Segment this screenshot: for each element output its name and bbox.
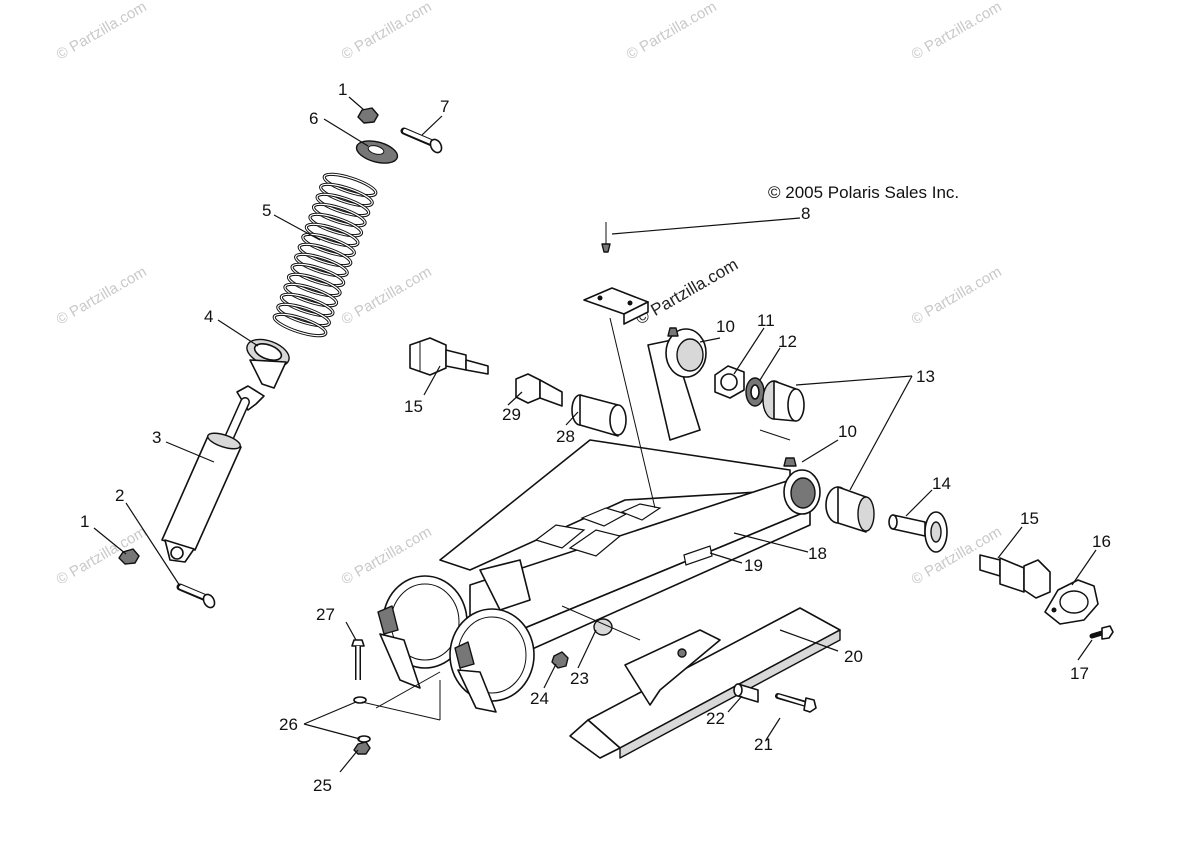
callout-16: 16 (1092, 532, 1111, 551)
slide-rail-part (569, 607, 841, 759)
callout-1: 1 (80, 512, 89, 531)
callout-17: 17 (1070, 664, 1089, 683)
pivot-bolt-part (409, 337, 489, 376)
callout-5: 5 (262, 201, 271, 220)
spring-coil (305, 223, 359, 247)
callout-14: 14 (932, 474, 951, 493)
callout-3: 3 (152, 428, 161, 447)
callout-15: 15 (1020, 509, 1039, 528)
callout-20: 20 (844, 647, 863, 666)
callout-8: 8 (801, 204, 810, 223)
washer-part (353, 696, 367, 704)
spring-coil (316, 193, 370, 217)
watermark: © Partzilla.com (909, 0, 1005, 63)
shock-absorber-part (161, 385, 265, 563)
callout-1: 1 (338, 80, 347, 99)
watermark: © Partzilla.com (339, 0, 435, 63)
callout-22: 22 (706, 709, 725, 728)
spring-coil (320, 183, 373, 207)
watermark: © Partzilla.com (54, 0, 150, 63)
roller-part (593, 618, 613, 636)
callout-29: 29 (502, 405, 521, 424)
callout-24: 24 (530, 689, 549, 708)
bolt-part (775, 693, 817, 713)
mounting-bracket-part (583, 222, 649, 325)
bolt-part (400, 127, 443, 154)
callout-2: 2 (115, 486, 124, 505)
spring-coil (277, 303, 330, 327)
spring-coil (302, 233, 355, 257)
callout-labels: 1 7 6 5 8 4 3 2 1 15 10 11 12 13 29 28 1… (80, 80, 1111, 795)
nut-part (353, 741, 371, 755)
watermark: © Partzilla.com (624, 0, 720, 63)
sleeve-part (571, 394, 627, 437)
spring-seat-part (246, 338, 290, 389)
reference-lines (361, 317, 791, 721)
callout-18: 18 (808, 544, 827, 563)
spring-retainer-part (355, 140, 399, 164)
bolt-part (176, 583, 216, 609)
washer-hole (750, 384, 760, 400)
watermark: © Partzilla.com (909, 263, 1005, 328)
spring-coil (291, 263, 345, 287)
bushing-lower-part (825, 486, 875, 533)
watermark: © Partzilla.com (339, 263, 435, 328)
callout-27: 27 (316, 605, 335, 624)
nut-part (551, 651, 569, 669)
callout-28: 28 (556, 427, 575, 446)
spring-coil (273, 313, 327, 337)
callout-23: 23 (570, 669, 589, 688)
callout-19: 19 (744, 556, 763, 575)
spring-coil (284, 283, 338, 307)
spring-coil (298, 243, 352, 267)
callout-25: 25 (313, 776, 332, 795)
shock-assembly (118, 107, 443, 609)
spring-coil (312, 203, 366, 227)
callout-15: 15 (404, 397, 423, 416)
callout-10: 10 (838, 422, 857, 441)
swing-arm-frame-part (377, 327, 821, 713)
pivot-pin-part (888, 511, 948, 553)
callout-6: 6 (309, 109, 318, 128)
screw-part (1089, 625, 1114, 640)
nut-part (357, 107, 379, 124)
coil-spring-part (272, 172, 378, 338)
watermark: © Partzilla.com (54, 263, 150, 328)
callout-10: 10 (716, 317, 735, 336)
vertical-bolt-part (351, 639, 365, 680)
spacer-part (733, 683, 759, 703)
retaining-plate-part (1044, 579, 1099, 625)
callout-26: 26 (279, 715, 298, 734)
callout-12: 12 (778, 332, 797, 351)
callout-13: 13 (916, 367, 935, 386)
bushing-part (515, 373, 563, 407)
callout-21: 21 (754, 735, 773, 754)
pivot-bolt-right-part (979, 554, 1051, 599)
flanged-bushing-part (762, 380, 805, 422)
spring-coil (295, 253, 348, 277)
callout-11: 11 (757, 311, 775, 330)
callout-4: 4 (204, 307, 213, 326)
screw-part (601, 243, 611, 253)
leader-lines (93, 96, 1097, 773)
spring-coil (309, 213, 363, 237)
decal-part (683, 545, 713, 566)
spring-coil (323, 173, 377, 197)
copyright-notice: © 2005 Polaris Sales Inc. (768, 183, 959, 202)
spring-coil (280, 293, 334, 317)
spring-coil (287, 273, 341, 297)
callout-7: 7 (440, 97, 449, 116)
hex-nut-hole (720, 373, 738, 391)
